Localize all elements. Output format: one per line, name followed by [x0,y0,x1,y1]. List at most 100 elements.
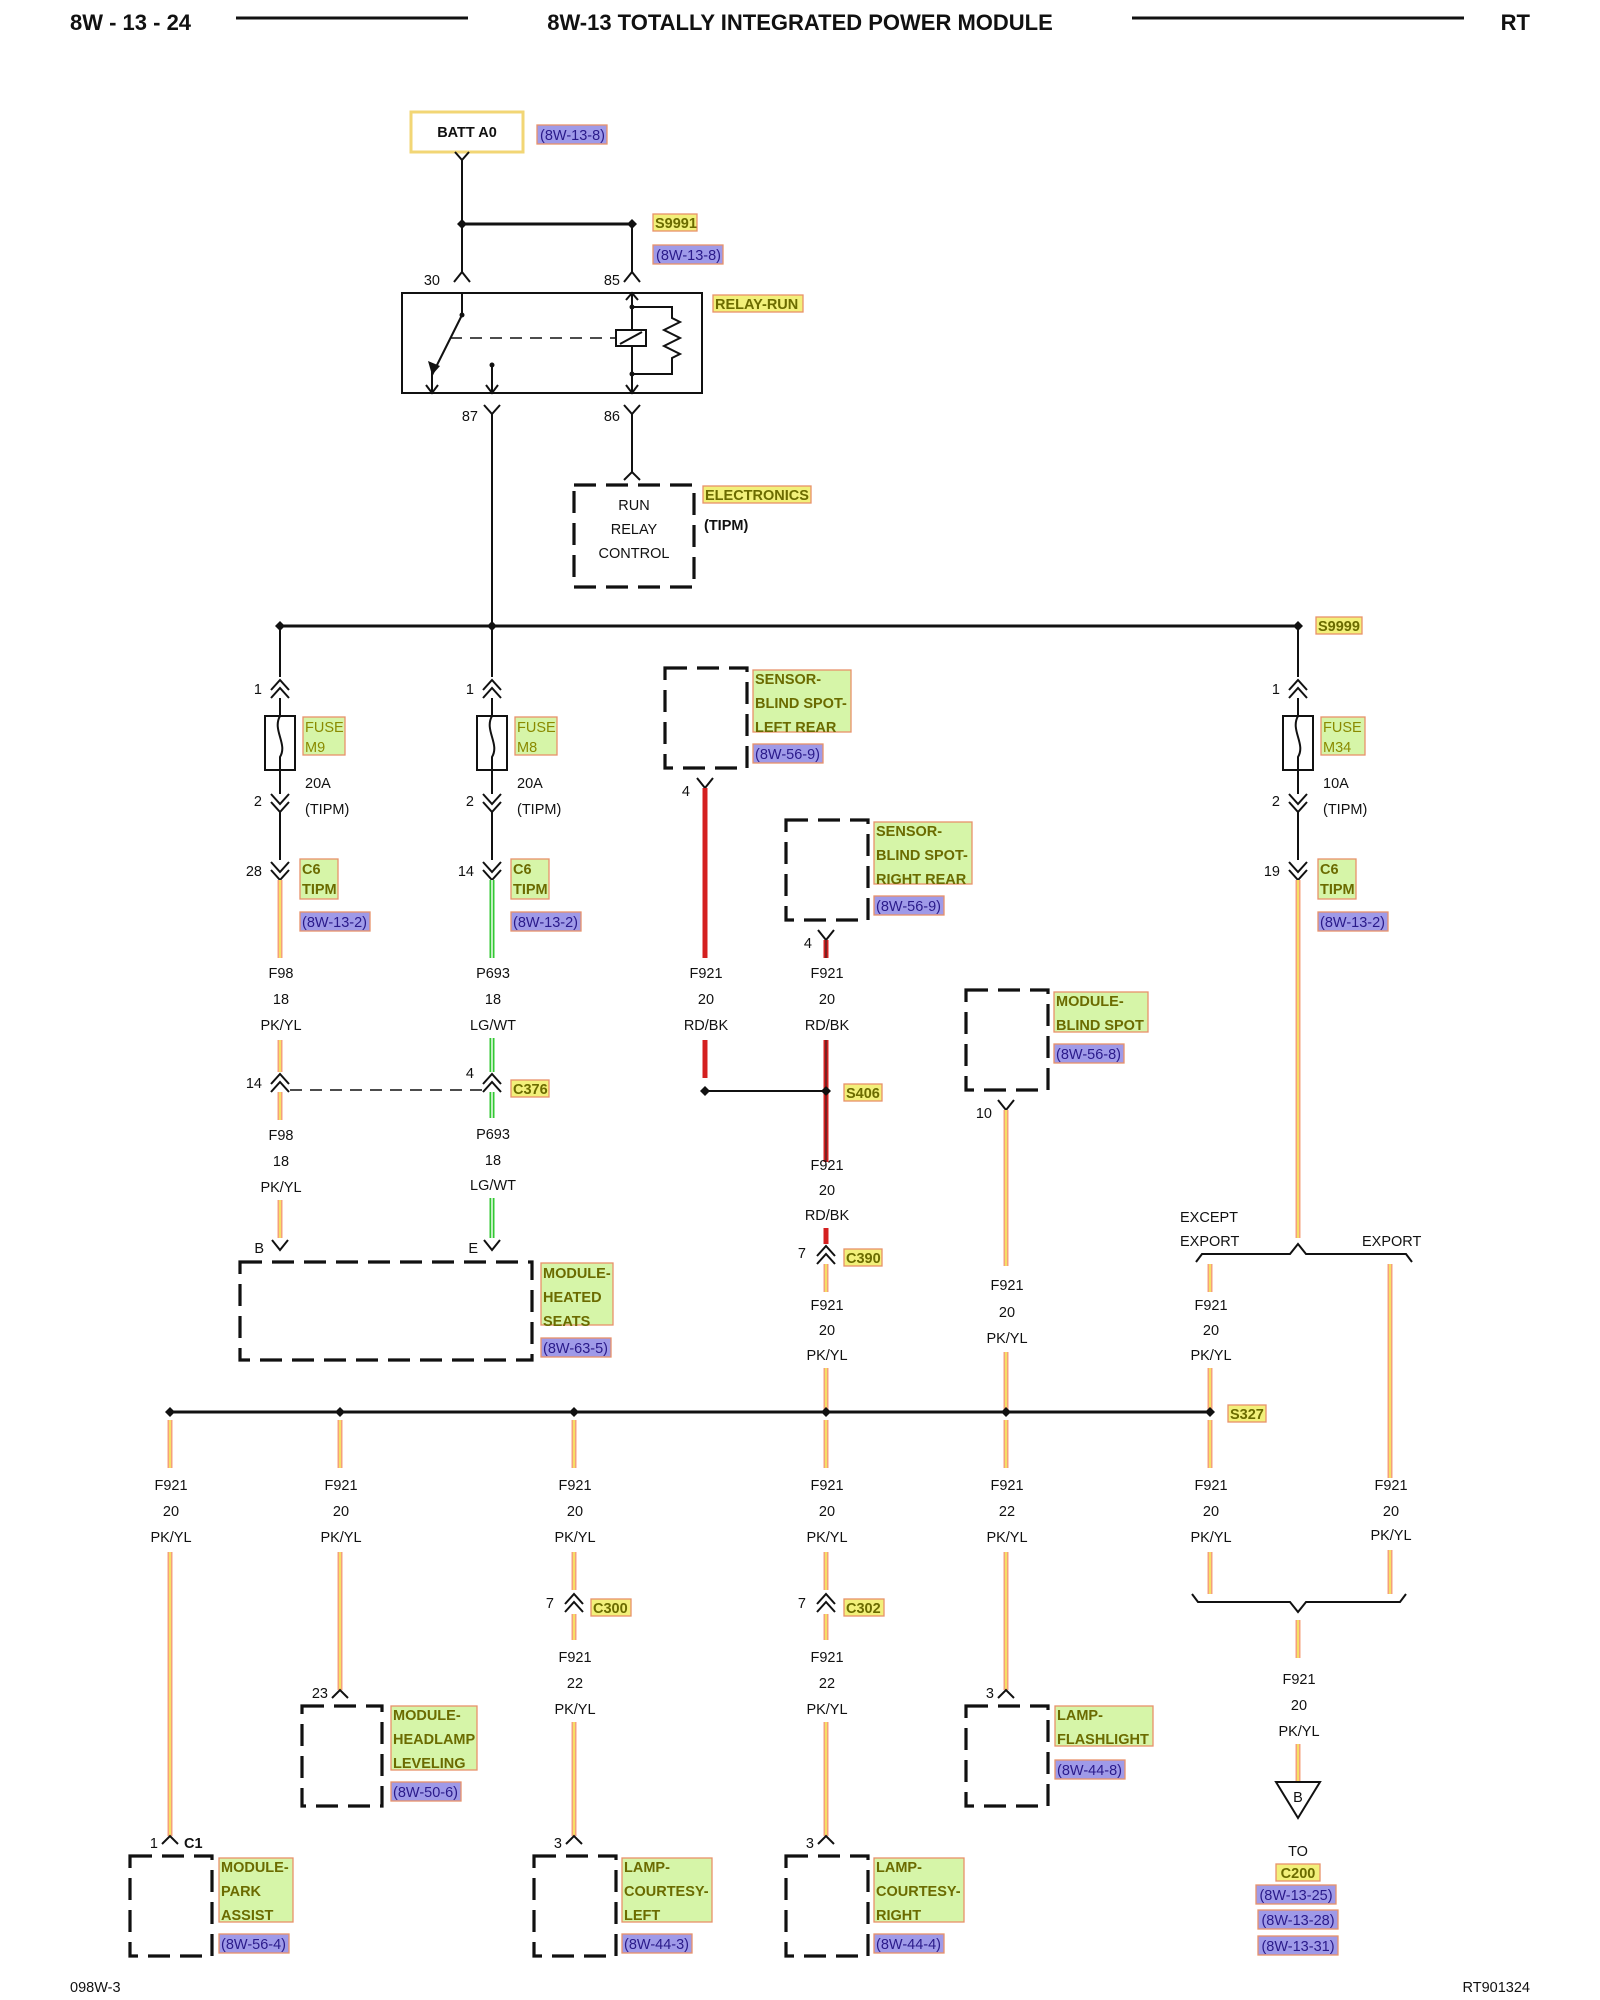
run-relay-control-line3: CONTROL [599,546,670,562]
mbs-circuit: F921 [990,1278,1023,1294]
c302-badge [843,1598,885,1617]
merge-bracket [1191,1593,1407,1614]
fuse-m8-badge [514,716,558,756]
s327-dot-5 [1001,1407,1011,1417]
m8-pin1-chevron2 [482,686,502,699]
run-relay-control-line1: RUN [618,498,649,514]
sensor-right-pin-fork [817,929,835,942]
c302b-color: PK/YL [806,1702,847,1718]
fuse-m9-badge [302,716,346,756]
c6b-ref[interactable]: (8W-13-2) [513,915,578,931]
page-section: RT [1501,10,1531,35]
c376-pin-right: 4 [466,1066,474,1082]
c6a-pin: 28 [246,864,262,880]
fuse-m8-rating: 20A [517,776,543,792]
relay-nc-arrow [425,384,439,395]
p693a-color: LG/WT [470,1018,516,1034]
c6a-ref[interactable]: (8W-13-2) [302,915,367,931]
c376-label: C376 [513,1082,548,1098]
sensor-left-line2: BLIND SPOT- [755,696,847,712]
s327-badge [1227,1404,1267,1423]
c200-label: C200 [1281,1866,1316,1882]
sensor-left-ref[interactable]: (8W-56-9) [755,747,820,763]
courtesy-left-line3: LEFT [624,1908,660,1924]
m34-pin-top: 1 [1272,682,1280,698]
c6c-ref-badge [1317,911,1389,932]
bus5-circuit: F921 [1194,1478,1227,1494]
c300-label: C300 [593,1601,628,1617]
relay-pin87: 87 [462,409,478,425]
courtesy-left-pin-arrow [565,1834,583,1845]
bus1-gauge: 20 [333,1504,349,1520]
except-gauge: 20 [1203,1323,1219,1339]
bus3-circuit: F921 [810,1478,843,1494]
bus4-circuit: F921 [990,1478,1023,1494]
relay-pin86: 86 [604,409,620,425]
s327-dot-1 [165,1407,175,1417]
run-relay-control-arrow [623,470,641,481]
c6b-badge [510,858,550,900]
f98a-circuit: F98 [269,966,294,982]
park-assist-pin: 1 [150,1836,158,1852]
c6b-chevron [482,861,502,874]
p693b-circuit: P693 [476,1127,510,1143]
c200-ref2[interactable]: (8W-13-28) [1261,1913,1334,1929]
c6c-chevron [1288,861,1308,874]
fuse-m9-sub: (TIPM) [305,802,349,818]
module-blind-spot-box [964,988,1050,1092]
flashlight-line1: LAMP- [1057,1708,1103,1724]
c376-right-chevron [482,1072,502,1085]
sensor-right-ref[interactable]: (8W-56-9) [876,899,941,915]
sensor-right-pin: 4 [804,936,812,952]
relay-run-label: RELAY-RUN [715,297,798,313]
s9999-label: S9999 [1318,619,1360,635]
module-blind-spot-ref[interactable]: (8W-56-8) [1056,1047,1121,1063]
module-blind-spot-line1: MODULE- [1056,994,1124,1010]
relay-coil-slash [619,331,643,345]
headlamp-badge [390,1705,478,1771]
s327-dot-2 [335,1407,345,1417]
s9991-ref[interactable]: (8W-13-8) [656,248,721,264]
c390-circuit: F921 [810,1298,843,1314]
heated-seats-pin-e-fork [483,1239,501,1252]
c200-ref3[interactable]: (8W-13-31) [1261,1939,1334,1955]
module-park-assist-box [128,1854,214,1958]
park-assist-line2: PARK [221,1884,262,1900]
c200-color: PK/YL [1278,1724,1319,1740]
c6c-ref[interactable]: (8W-13-2) [1320,915,1385,931]
run-relay-control-box [572,483,696,589]
flashlight-ref[interactable]: (8W-44-8) [1057,1763,1122,1779]
batt-ref-badge [536,124,608,145]
sensor-blind-spot-left-box [663,666,749,770]
module-headlamp-leveling-box [300,1704,384,1808]
c6a-ref-badge [299,911,371,932]
courtesy-left-ref[interactable]: (8W-44-3) [624,1937,689,1953]
fuse-m34-rating: 10A [1323,776,1349,792]
m34-pin2-chevron [1288,793,1308,806]
sr-gauge: 20 [819,992,835,1008]
c200-badge [1275,1863,1321,1882]
p693b-gauge: 18 [485,1153,501,1169]
sensor-left-line1: SENSOR- [755,672,821,688]
sensor-left-badge [752,669,852,733]
c300-pin: 7 [546,1596,554,1612]
park-assist-ref[interactable]: (8W-56-4) [221,1937,286,1953]
courtesy-right-line1: LAMP- [876,1860,922,1876]
module-blind-spot-pin-fork [997,1099,1015,1112]
f98b-gauge: 18 [273,1154,289,1170]
heated-seats-pin-e: E [468,1241,478,1257]
heated-seats-ref[interactable]: (8W-63-5) [543,1341,608,1357]
c6c-pin: 19 [1264,864,1280,880]
relay-run-badge [712,294,804,313]
m34-pin1-chevron [1288,678,1308,691]
bus3-color: PK/YL [806,1530,847,1546]
c200-ref1[interactable]: (8W-13-25) [1259,1888,1332,1904]
heated-seats-pin-b-fork [271,1239,289,1252]
c200-ref1-badge [1255,1884,1337,1905]
headlamp-ref[interactable]: (8W-50-6) [393,1785,458,1801]
courtesy-right-ref[interactable]: (8W-44-4) [876,1937,941,1953]
park-assist-ref-badge [218,1933,290,1954]
batt-ref[interactable]: (8W-13-8) [540,128,605,144]
c300-chevron2 [564,1600,584,1613]
s9991-ref-badge [652,244,724,265]
